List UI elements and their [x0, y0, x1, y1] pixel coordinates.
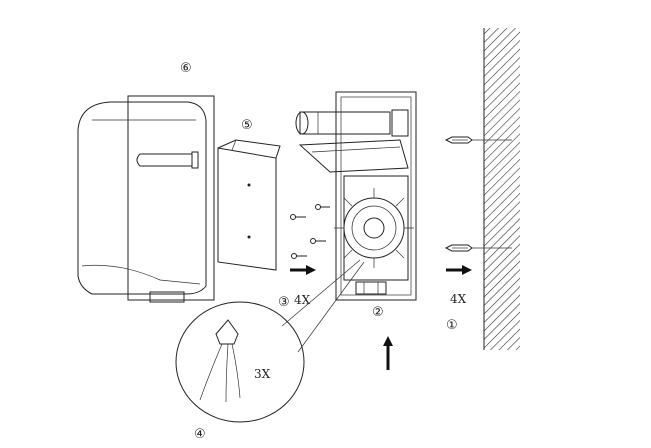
- hatched-wall: [483, 28, 520, 350]
- screw-icon-group: [290, 204, 330, 259]
- step-4-label: ④: [194, 427, 206, 442]
- arrow-icon: [383, 336, 393, 370]
- step-5-label: ⑤: [241, 118, 253, 133]
- step-1-label: ①: [446, 318, 458, 333]
- step-2-label: ②: [372, 305, 384, 320]
- wall-anchor-top: [444, 136, 512, 144]
- cover-plate: [217, 139, 281, 271]
- wire-connector-icon: [215, 319, 239, 345]
- arrow-icon: [446, 265, 472, 275]
- count-3x: 3X: [254, 367, 271, 381]
- wall-anchor-bottom: [444, 244, 512, 252]
- outer-housing: [77, 95, 215, 303]
- arrow-icon: [290, 265, 316, 275]
- wire-connector-detail: [175, 259, 365, 423]
- count-4x-screws: 4X: [294, 293, 311, 307]
- step-6-label: ⑥: [180, 61, 192, 76]
- mounting-bracket: [295, 91, 417, 301]
- step-3-label: ③: [278, 295, 290, 310]
- count-4x-wall: 4X: [450, 292, 467, 306]
